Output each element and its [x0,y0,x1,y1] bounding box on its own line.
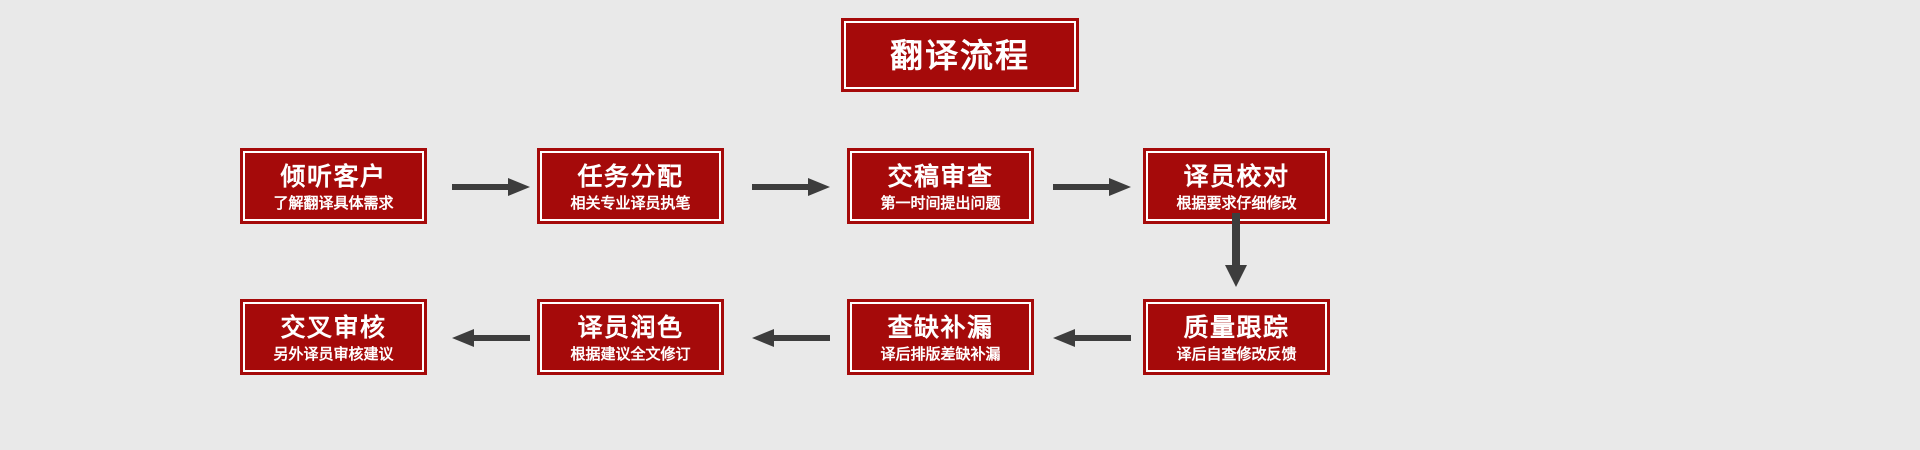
arrow-step3-to-step4 [1053,176,1131,198]
diagram-title: 翻译流程 [890,35,1030,75]
process-step-7[interactable]: 译员润色 根据建议全文修订 [537,299,724,375]
process-step-7-subtitle: 根据建议全文修订 [570,344,691,363]
process-step-2[interactable]: 任务分配 相关专业译员执笔 [537,148,724,224]
arrow-step6-to-step7 [752,327,830,349]
arrow-step2-to-step3 [752,176,830,198]
arrow-step7-to-step8 [452,327,530,349]
arrow-step1-to-step2 [452,176,530,198]
process-step-4-title: 译员校对 [1183,161,1290,191]
process-step-4-subtitle: 根据要求仔细修改 [1176,193,1297,212]
arrow-step5-to-step6 [1053,327,1131,349]
process-step-4[interactable]: 译员校对 根据要求仔细修改 [1143,148,1330,224]
process-step-3[interactable]: 交稿审查 第一时间提出问题 [847,148,1034,224]
process-step-3-title: 交稿审查 [887,161,994,191]
process-step-5-title: 质量跟踪 [1183,312,1290,342]
process-step-5[interactable]: 质量跟踪 译后自查修改反馈 [1143,299,1330,375]
diagram-title-box: 翻译流程 [841,18,1079,92]
process-step-6-subtitle: 译后排版差缺补漏 [880,344,1001,363]
process-step-7-title: 译员润色 [577,312,684,342]
process-step-8-subtitle: 另外译员审核建议 [273,344,394,363]
process-step-2-subtitle: 相关专业译员执笔 [570,193,691,212]
process-step-3-subtitle: 第一时间提出问题 [880,193,1001,212]
process-step-6[interactable]: 查缺补漏 译后排版差缺补漏 [847,299,1034,375]
process-step-8-title: 交叉审核 [280,312,387,342]
process-step-6-title: 查缺补漏 [887,312,994,342]
process-step-1-title: 倾听客户 [280,161,387,191]
process-step-1-subtitle: 了解翻译具体需求 [273,193,394,212]
process-step-5-subtitle: 译后自查修改反馈 [1176,344,1297,363]
arrow-step4-to-step5 [1224,213,1248,287]
process-step-1[interactable]: 倾听客户 了解翻译具体需求 [240,148,427,224]
process-step-8[interactable]: 交叉审核 另外译员审核建议 [240,299,427,375]
process-step-2-title: 任务分配 [577,161,684,191]
